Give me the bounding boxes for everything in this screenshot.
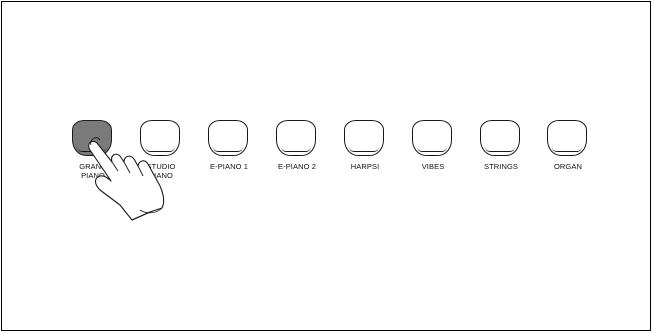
voice-label: ORGAN	[533, 162, 603, 171]
voice-button-e-piano-2[interactable]: E-PIANO 2	[274, 120, 320, 180]
key-cap[interactable]	[276, 120, 316, 156]
voice-button-strings[interactable]: STRINGS	[478, 120, 524, 180]
voice-label: GRAND PIANO	[58, 162, 128, 180]
voice-label: VIBES	[398, 162, 468, 171]
voice-label: STUDIO PIANO	[126, 162, 196, 180]
key-cap[interactable]	[208, 120, 248, 156]
voice-label: E-PIANO 1	[194, 162, 264, 171]
key-cap[interactable]	[72, 120, 112, 156]
voice-label: STRINGS	[466, 162, 536, 171]
key-cap[interactable]	[547, 120, 587, 156]
key-cap[interactable]	[480, 120, 520, 156]
voice-button-harpsi[interactable]: HARPSI	[342, 120, 388, 180]
key-cap[interactable]	[412, 120, 452, 156]
voice-label: HARPSI	[330, 162, 400, 171]
voice-button-vibes[interactable]: VIBES	[410, 120, 456, 180]
voice-button-organ[interactable]: ORGAN	[545, 120, 591, 180]
key-cap[interactable]	[344, 120, 384, 156]
voice-button-studio-piano[interactable]: STUDIO PIANO	[138, 120, 184, 180]
voice-label: E-PIANO 2	[262, 162, 332, 171]
key-cap[interactable]	[140, 120, 180, 156]
voice-button-grand-piano[interactable]: GRAND PIANO	[70, 120, 116, 180]
voice-button-e-piano-1[interactable]: E-PIANO 1	[206, 120, 252, 180]
